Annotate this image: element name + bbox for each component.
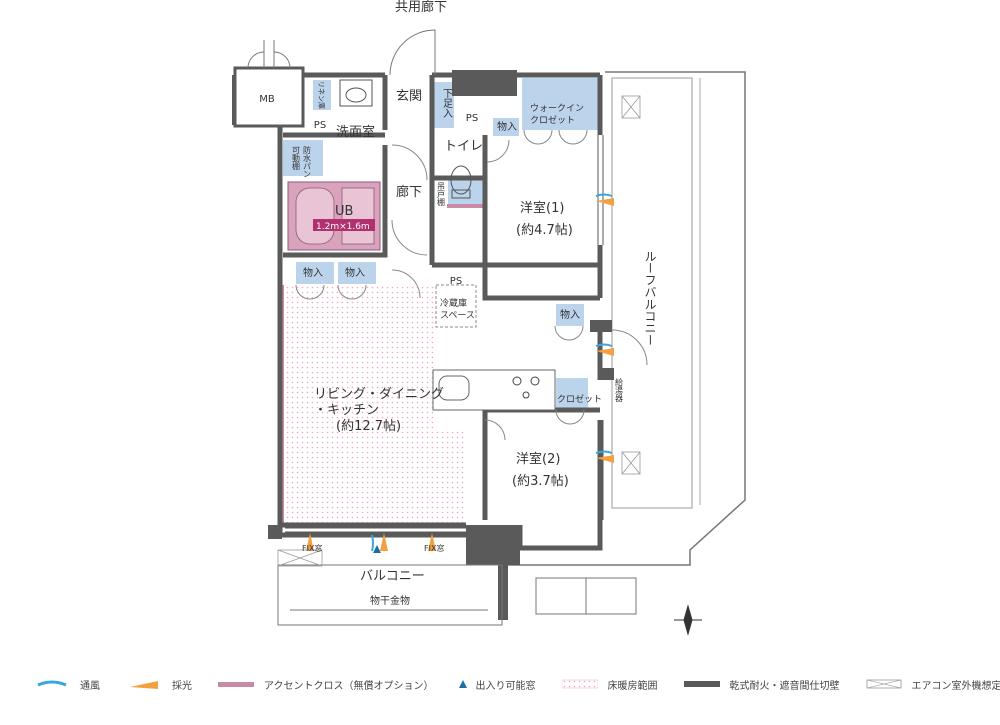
label-toilet: トイレ [444, 139, 483, 154]
ventilation-icon [30, 678, 74, 690]
legend-item-ac-unit: エアコン室外機想定位置 [862, 677, 1000, 692]
washbasin-icon [339, 79, 373, 107]
roof-balcony-area [500, 71, 746, 566]
label-storage-ldk1: 物入 [303, 266, 323, 279]
label-water-heater: 給湯器 [615, 377, 624, 403]
label-storage-room1: 物入 [497, 120, 517, 133]
ub-size-banner [313, 219, 375, 231]
label-western-room2: 洋室(2) [516, 451, 560, 467]
legend-label: 採光 [172, 680, 192, 692]
daylight-icon [306, 198, 614, 551]
label-linen: リネン庫 [317, 81, 326, 109]
balcony-area [277, 564, 637, 626]
label-ldk: リビング・ダイニング・キッチン [314, 387, 444, 418]
fire-wall-icon [680, 678, 724, 690]
legend-item-fire-wall: 乾式耐火・遮音間仕切壁 [680, 677, 840, 692]
label-walk-in-closet: ウォークインクロゼット [530, 103, 584, 126]
label-ub-size: 1.2m×1.6m [316, 222, 370, 232]
washer-shelf-fill [283, 140, 323, 176]
label-storage-room2: 物入 [560, 308, 580, 321]
floor-heating-icon [558, 678, 602, 690]
label-waterproof-pan: 防水パン [303, 145, 312, 178]
legend-label: アクセントクロス（無償オプション） [264, 680, 434, 692]
windows [285, 135, 604, 533]
legend-label: 通風 [80, 680, 100, 692]
walls [277, 72, 603, 551]
shoe-cabinet-fill [448, 178, 484, 204]
door-swings [295, 129, 648, 441]
daylight-icon [122, 678, 166, 690]
walk-in-closet-fill [522, 78, 600, 130]
closet2-fill [556, 378, 588, 410]
label-ps1: PS [314, 120, 326, 131]
entrance-door [389, 29, 436, 76]
legend-label: エアコン室外機想定位置 [911, 680, 1000, 692]
label-western-room1: 洋室(1) [520, 200, 564, 216]
fridge-space [435, 284, 477, 328]
accent-cloth-icon [214, 678, 258, 690]
floor-heating-area [283, 285, 466, 525]
storage-room1-fill [493, 118, 519, 136]
label-western-room2-size: (約3.7帖) [512, 474, 569, 489]
label-balcony: バルコニー [360, 569, 425, 584]
label-closet: クロゼット [557, 393, 602, 405]
legend-item-accent-cloth: アクセントクロス（無償オプション） [214, 677, 434, 692]
legend-item-ventilation: 通風 [30, 677, 100, 692]
label-storage-ldk2: 物入 [345, 266, 365, 279]
storage-room2-fill [556, 304, 584, 326]
label-western-room1-size: (約4.7帖) [516, 223, 573, 238]
legend-item-floor-heating: 床暖房範囲 [558, 677, 658, 692]
label-mb: MB [259, 94, 275, 105]
label-roof-balcony: ルーフバルコニー [643, 250, 657, 346]
label-fix-window-right: FIX窓 [424, 543, 444, 553]
exit-window-icon [456, 678, 470, 690]
kitchen-sink [438, 375, 470, 401]
linen-fill [313, 80, 331, 110]
label-hanging-cabinet: 吊戸棚 [437, 182, 446, 207]
storage-ldk1-fill [296, 262, 334, 284]
exit-window-icon [373, 545, 381, 553]
label-entrance: 玄関 [396, 89, 422, 104]
wall-blocks [232, 70, 614, 620]
label-corridor-shared: 共用廊下 [395, 0, 447, 15]
storage-ent-fill [432, 82, 454, 128]
label-fridge-space: 冷蔵庫スペース [440, 297, 475, 321]
mb-box [233, 66, 305, 128]
label-hallway: 廊下 [396, 184, 422, 200]
label-clothes-hanger: 物干金物 [370, 594, 410, 607]
accent-cloth-toilet [447, 204, 485, 208]
ventilation-icon [371, 193, 613, 552]
label-ps2: PS [466, 113, 478, 124]
legend-label: 乾式耐火・遮音間仕切壁 [729, 680, 840, 692]
legend-label: 床暖房範囲 [607, 680, 658, 692]
label-washroom: 洗面室 [336, 124, 375, 140]
legend-label: 出入り可能窓 [475, 680, 536, 692]
label-ldk-size: (約12.7帖) [336, 419, 401, 434]
ac-unit-icon [862, 678, 906, 690]
label-ps3: PS [450, 276, 462, 287]
storage-ldk2-fill [338, 262, 376, 284]
ac-unit-icon [277, 95, 641, 567]
toilet-icon [450, 165, 472, 199]
label-shoe-box: 下足入 [441, 88, 453, 118]
legend-item-daylight: 採光 [122, 677, 192, 692]
label-movable-shelf: 可動棚 [292, 146, 301, 171]
legend: 通風 採光 アクセントクロス（無償オプション） 出入り可能窓 床暖房範囲 乾式耐… [30, 672, 1000, 696]
stove-icon [512, 376, 540, 399]
compass-icon [674, 604, 702, 636]
legend-item-exit-window: 出入り可能窓 [456, 677, 536, 692]
label-ub: UB [335, 204, 353, 219]
label-fix-window-left: FIX窓 [302, 543, 322, 553]
